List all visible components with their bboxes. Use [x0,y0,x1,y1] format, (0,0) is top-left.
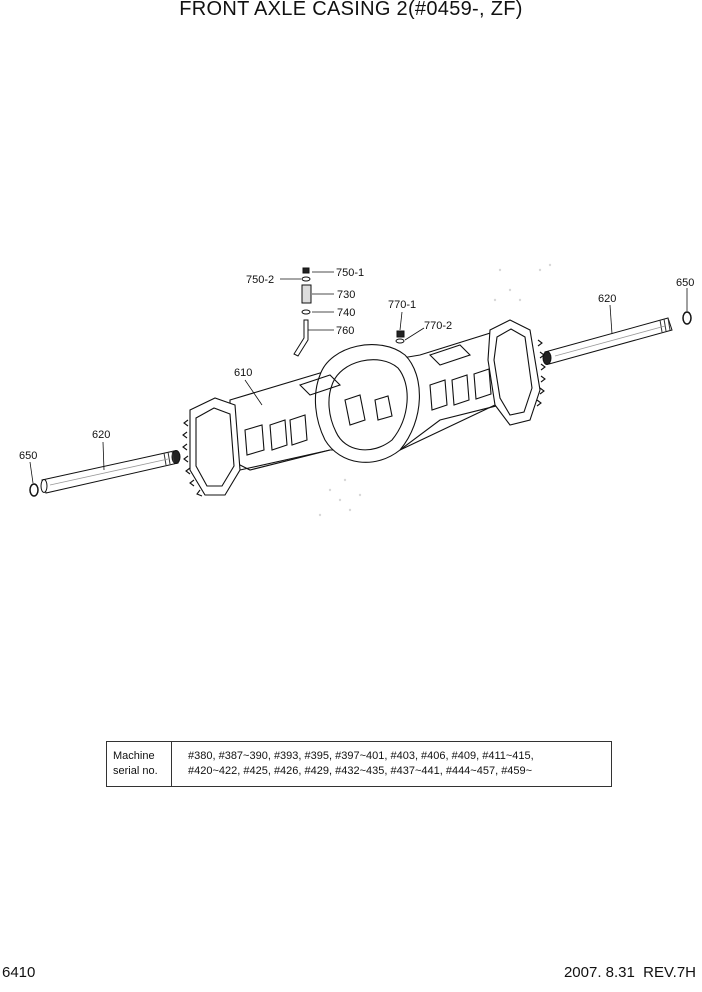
oring-650-right [682,311,692,325]
watermark-stipple [318,263,552,517]
machine-serial-table: Machine serial no. #380, #387~390, #393,… [106,741,612,787]
breather-assembly [293,267,312,357]
serial-values-line2: #420~422, #425, #426, #429, #432~435, #4… [188,765,533,777]
oring-650-left [29,483,39,497]
page-title: FRONT AXLE CASING 2(#0459-, ZF) [179,0,523,20]
callout-620-right: 620 [598,293,616,305]
axle-casing-610 [182,319,546,497]
callout-750-2: 750-2 [246,274,274,286]
page-number: 6410 [2,964,36,981]
callout-620-left: 620 [92,429,110,441]
serial-label-line1: Machine [113,750,155,762]
callout-610: 610 [234,367,252,379]
callout-740: 740 [337,307,355,319]
callout-750-1: 750-1 [336,267,364,279]
serial-values-line1: #380, #387~390, #393, #395, #397~401, #4… [188,750,534,762]
serial-label-line2: serial no. [113,765,158,777]
shaft-620-left [40,450,181,494]
callout-650-left: 650 [19,450,37,462]
revision-date: 2007. 8.31 REV.7H [563,964,696,981]
callout-650-right: 650 [676,277,694,289]
leader-lines [29,271,688,484]
callout-770-1: 770-1 [388,299,416,311]
callout-730: 730 [337,289,355,301]
plug-770 [395,330,405,344]
callout-770-2: 770-2 [424,320,452,332]
shaft-620-right [542,317,673,365]
serial-values-cell: #380, #387~390, #393, #395, #397~401, #4… [171,741,612,787]
callout-760: 760 [336,325,354,337]
serial-label-cell: Machine serial no. [106,741,172,787]
